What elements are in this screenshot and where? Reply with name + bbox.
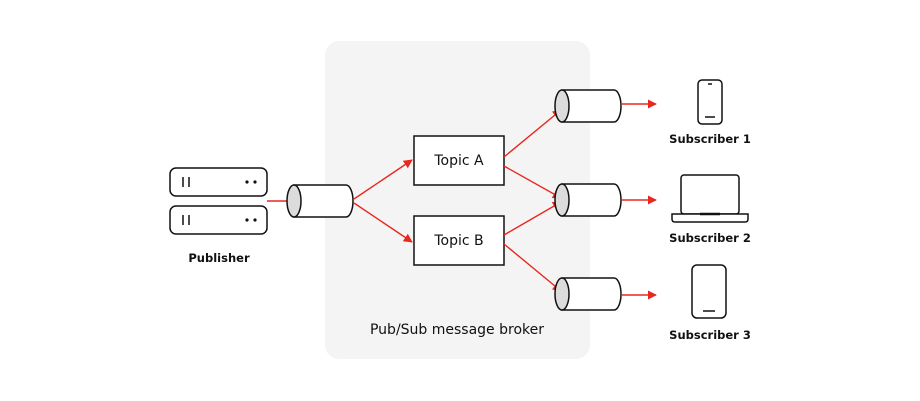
publisher-server-icon xyxy=(169,167,268,235)
ingress-queue-icon xyxy=(286,184,354,218)
topic-a-to-queue-2-arrow xyxy=(503,165,562,199)
tablet-icon xyxy=(691,264,727,319)
topic-a-label: Topic A xyxy=(433,153,484,169)
queue-to-topic-b-arrow xyxy=(353,202,413,243)
smartphone-icon xyxy=(697,79,723,125)
topic-b-box xyxy=(413,215,505,266)
queue-to-topic-a-arrow xyxy=(353,159,413,200)
topic-a-to-queue-1-arrow xyxy=(503,109,562,158)
subscriber-queue-3-icon xyxy=(554,277,622,311)
topic-b-to-queue-3-arrow xyxy=(503,243,562,292)
subscriber-1-label: Subscriber 1 xyxy=(669,132,751,146)
subscriber-queue-2-icon xyxy=(554,183,622,217)
subscriber-2-label: Subscriber 2 xyxy=(669,231,751,245)
broker-label: Pub/Sub message broker xyxy=(370,322,544,338)
subscriber-3-label: Subscriber 3 xyxy=(669,328,751,342)
subscriber-queue-1-icon xyxy=(554,89,622,123)
publisher-label: Publisher xyxy=(188,251,250,265)
topic-b-label: Topic B xyxy=(433,233,483,249)
broker-area xyxy=(325,41,590,359)
topic-a-box xyxy=(413,135,505,186)
topic-b-to-queue-2-arrow xyxy=(503,201,562,236)
laptop-icon xyxy=(671,174,749,223)
